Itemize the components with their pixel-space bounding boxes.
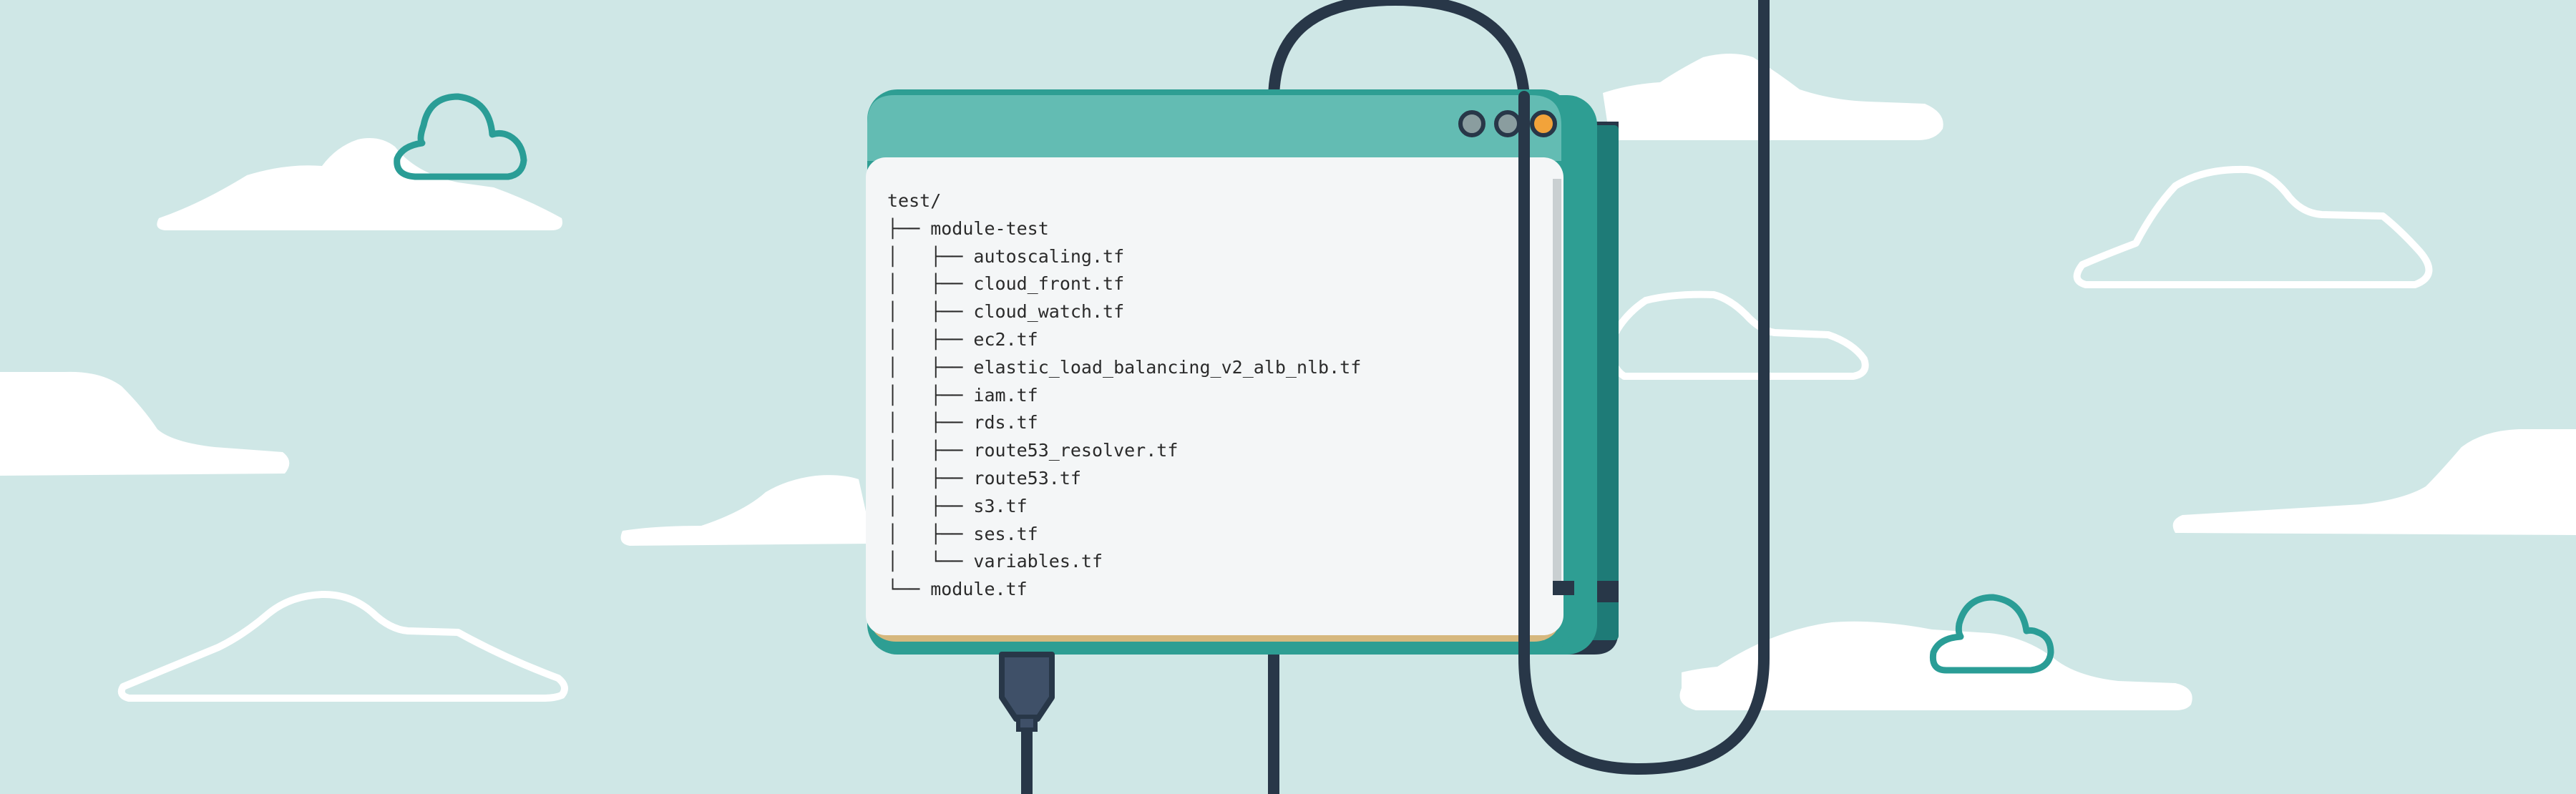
- usb-connector-neck: [1016, 715, 1038, 732]
- cloud-outline-center: [1608, 290, 1869, 380]
- tree-line: test/: [887, 190, 942, 211]
- tree-line: │ └── variables.tf: [887, 551, 1103, 572]
- tree-line: ├── module-test: [887, 217, 1049, 239]
- tree-line: │ ├── route53_resolver.tf: [887, 440, 1179, 461]
- clouds-outline-teal: [394, 93, 2054, 674]
- directory-tree: test/ ├── module-test │ ├── autoscaling.tf…: [887, 187, 1517, 617]
- window-button-middle[interactable]: [1494, 110, 1521, 137]
- cloud-top-left: [157, 137, 563, 230]
- tree-line: │ ├── elastic_load_balancing_v2_alb_nlb.…: [887, 356, 1362, 378]
- cloud-outline-right: [2073, 165, 2433, 288]
- browser-window-stack: [866, 89, 1619, 655]
- cloud-middle-left: [620, 475, 873, 546]
- cloud-teal-top-left: [394, 93, 527, 180]
- tree-line: │ ├── ec2.tf: [887, 328, 1038, 350]
- tree-line: │ ├── ses.tf: [887, 523, 1038, 544]
- tree-line: │ ├── s3.tf: [887, 495, 1028, 516]
- window-button-left[interactable]: [1458, 110, 1485, 137]
- cloud-top-right: [1603, 54, 1943, 140]
- tree-line: │ ├── route53.tf: [887, 467, 1081, 489]
- tree-line: │ ├── cloud_watch.tf: [887, 301, 1125, 323]
- window-scroll-track: [1553, 179, 1561, 594]
- window-scroll-dark: [1553, 581, 1574, 595]
- cable-loop-front: [1518, 0, 1770, 775]
- tree-line: │ ├── rds.tf: [887, 412, 1038, 433]
- tree-line: └── module.tf: [887, 579, 1028, 600]
- cloud-outline-bottom-left: [117, 590, 568, 702]
- cable-loop-top: [1268, 0, 1530, 106]
- usb-connector: [999, 652, 1055, 722]
- cloud-teal-bottom-right: [1929, 594, 2054, 674]
- cloud-left-edge: [0, 371, 290, 476]
- window-content-area: [866, 157, 1563, 635]
- tree-line: │ ├── autoscaling.tf: [887, 245, 1125, 267]
- cloud-right-edge: [2172, 429, 2576, 535]
- window-titlebar: [867, 95, 1561, 161]
- clouds-solid: [0, 54, 2576, 710]
- tree-line: │ ├── iam.tf: [887, 384, 1038, 406]
- window-button-right[interactable]: [1530, 110, 1557, 137]
- usb-plug: [999, 652, 1055, 794]
- tree-line: │ ├── cloud_front.tf: [887, 273, 1125, 295]
